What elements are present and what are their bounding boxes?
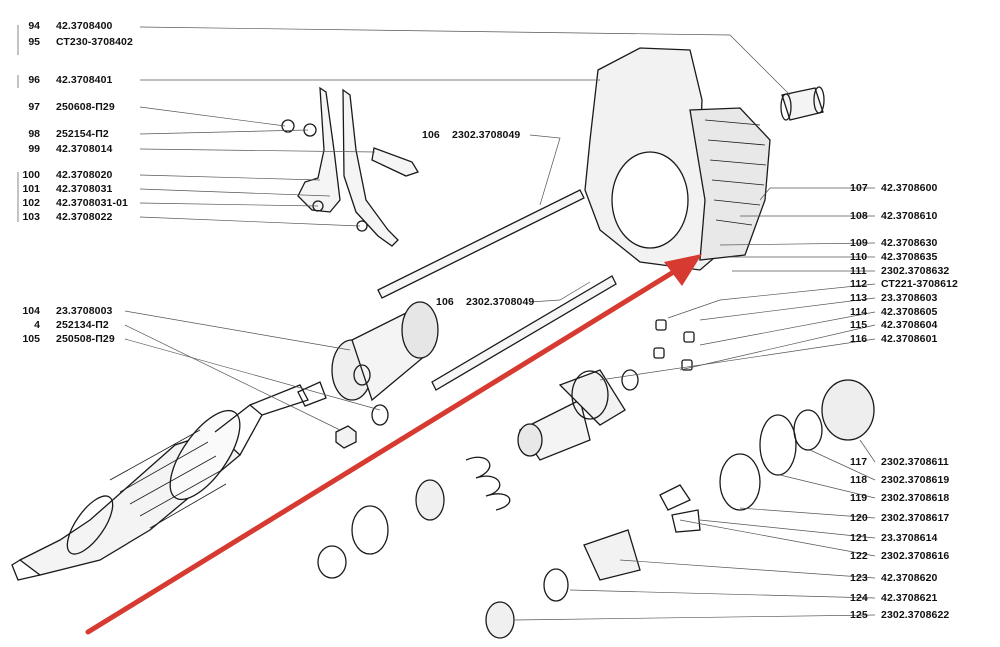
part-code: 42.3708605 <box>881 306 938 318</box>
overrunning-clutch <box>331 301 439 402</box>
part-number: 124 <box>850 592 868 604</box>
part-code: 42.3708630 <box>881 237 938 249</box>
part-number: 119 <box>850 492 868 504</box>
part-number: 123 <box>850 572 868 584</box>
part-number: 108 <box>850 210 868 222</box>
pinion-sleeve <box>517 319 695 461</box>
retaining-parts <box>659 379 875 533</box>
part-number: 118 <box>850 474 868 486</box>
part-number: 100 <box>22 169 40 181</box>
part-number: 112 <box>850 278 868 290</box>
part-number: 114 <box>850 306 868 318</box>
part-code: 23.3708614 <box>881 532 938 544</box>
armature <box>11 384 309 581</box>
part-code: 2302.3708618 <box>881 492 950 504</box>
part-number: 102 <box>22 197 40 209</box>
part-code: 42.3708621 <box>881 592 938 604</box>
part-code: 2302.3708049 <box>452 129 521 141</box>
part-code: 42.3708610 <box>881 210 938 222</box>
shaft-end <box>297 381 327 407</box>
part-code: 252134-П2 <box>56 319 109 331</box>
part-number: 109 <box>850 237 868 249</box>
part-number: 116 <box>850 333 868 345</box>
part-code: 42.3708022 <box>56 211 113 223</box>
part-code: 2302.3708616 <box>881 550 950 562</box>
part-code: 2302.3708619 <box>881 474 950 486</box>
part-number: 99 <box>28 143 40 155</box>
part-code: 42.3708031 <box>56 183 113 195</box>
drive-housing <box>584 47 771 271</box>
red-arrow <box>85 254 702 635</box>
part-code: 2302.3708617 <box>881 512 950 524</box>
part-code: 42.3708601 <box>881 333 938 345</box>
part-code: 23.3708603 <box>881 292 938 304</box>
part-code: 250608-П29 <box>56 101 115 113</box>
part-number: 115 <box>850 319 868 331</box>
part-number: 121 <box>850 532 868 544</box>
part-number: 96 <box>28 74 40 86</box>
part-code: 42.3708401 <box>56 74 113 86</box>
part-code: 42.3708635 <box>881 251 938 263</box>
part-code: 42.3708604 <box>881 319 938 331</box>
part-code: 252154-П2 <box>56 128 109 140</box>
part-number: 4 <box>34 319 40 331</box>
part-code: 42.3708620 <box>881 572 938 584</box>
tie-rods <box>377 189 617 391</box>
part-code: 42.3708014 <box>56 143 113 155</box>
part-number: 117 <box>850 456 868 468</box>
part-number: 95 <box>28 36 40 48</box>
part-number: 104 <box>22 305 40 317</box>
part-code: 42.3708020 <box>56 169 113 181</box>
nuts-washers <box>335 364 389 449</box>
part-code: 2302.3708049 <box>466 296 535 308</box>
part-number: 106 <box>422 129 440 141</box>
part-code: 250508-П29 <box>56 333 115 345</box>
part-number: 122 <box>850 550 868 562</box>
part-number: 94 <box>28 20 40 32</box>
spring-and-rings <box>317 456 641 639</box>
part-number: 113 <box>850 292 868 304</box>
part-number: 101 <box>22 183 40 195</box>
part-code: 42.3708031-01 <box>56 197 128 209</box>
part-code: 2302.3708611 <box>881 456 949 468</box>
part-number: 111 <box>850 265 867 277</box>
part-code: 23.3708003 <box>56 305 113 317</box>
part-number: 103 <box>22 211 40 223</box>
part-number: 110 <box>850 251 868 263</box>
part-code: СТ221-3708612 <box>881 278 958 290</box>
part-number: 105 <box>22 333 40 345</box>
part-number: 97 <box>28 101 40 113</box>
part-number: 98 <box>28 128 40 140</box>
part-code: 42.3708400 <box>56 20 113 32</box>
part-number: 120 <box>850 512 868 524</box>
bushing <box>780 86 825 121</box>
part-code: 2302.3708632 <box>881 265 950 277</box>
leader-lines <box>17 25 876 621</box>
part-number: 125 <box>850 609 868 621</box>
part-code: СТ230-3708402 <box>56 36 133 48</box>
part-code: 2302.3708622 <box>881 609 950 621</box>
part-number: 106 <box>436 296 454 308</box>
part-number: 107 <box>850 182 868 194</box>
part-code: 42.3708600 <box>881 182 938 194</box>
drive-fork <box>281 86 419 247</box>
